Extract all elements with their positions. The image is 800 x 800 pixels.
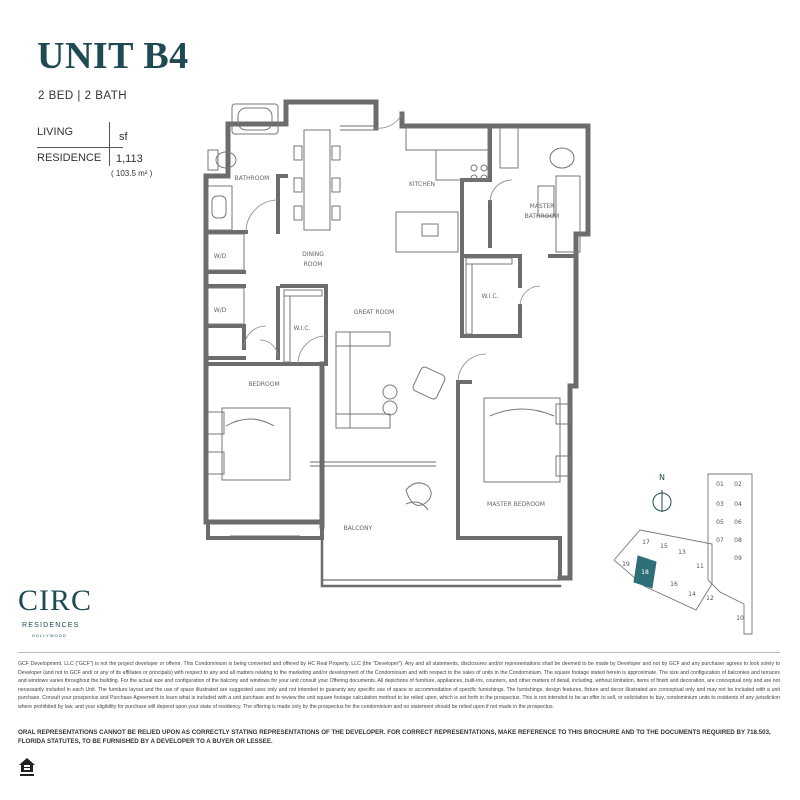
room-label-balcony: BALCONY (344, 525, 373, 532)
keyplan-unit: 16 (670, 581, 678, 588)
keyplan-unit: 01 (716, 481, 724, 488)
keyplan-unit: 15 (660, 543, 668, 550)
keyplan-unit: 07 (716, 537, 724, 544)
keyplan-unit: 05 (716, 519, 724, 526)
walls (203, 99, 591, 588)
unit-subtitle: 2 BED | 2 BATH (38, 90, 128, 102)
key-plan: N 01 02 03 04 05 06 07 08 09 10 17 15 13… (613, 473, 753, 635)
keyplan-unit: 12 (706, 595, 714, 602)
north-arrow-icon (652, 490, 672, 512)
sqft-unit: sf (119, 131, 128, 143)
keyplan-unit: 11 (696, 563, 704, 570)
keyplan-unit: 08 (734, 537, 742, 544)
doors (243, 113, 541, 383)
room-label-master-bath-2: BATHROOM (525, 213, 560, 220)
keyplan-unit: 03 (716, 501, 724, 508)
logo-hollywood: HOLLYWOOD (32, 633, 67, 638)
circ-logo: CIRC RESIDENCES HOLLYWOOD (18, 584, 108, 644)
keyplan-unit: 17 (642, 539, 650, 546)
room-label-wd-2: W/D (214, 307, 227, 314)
table-divider-vertical (109, 122, 110, 166)
logo-wordmark: CIRC (18, 584, 93, 617)
room-label-master-bath-1: MASTER (530, 203, 555, 210)
logo-residences: RESIDENCES (22, 622, 80, 629)
equal-housing-icon (19, 758, 35, 776)
keyplan-unit-highlighted: 18 (641, 569, 649, 576)
keyplan-unit: 04 (734, 501, 742, 508)
room-label-dining-room: ROOM (304, 261, 323, 268)
room-label-wic-master: W.I.C. (482, 293, 499, 300)
table-divider-horizontal (37, 147, 123, 148)
keyplan-unit: 09 (734, 555, 742, 562)
floor-plan: BATHROOM W/D W/D DINING ROOM KITCHEN MAS… (203, 99, 591, 588)
room-label-kitchen: KITCHEN (409, 181, 435, 188)
keyplan-unit: 13 (678, 549, 686, 556)
keyplan-unit: 02 (734, 481, 742, 488)
room-label-master-bedroom: MASTER BEDROOM (487, 501, 545, 508)
room-label-dining: DINING (302, 251, 324, 258)
room-label-bathroom: BATHROOM (235, 175, 270, 182)
sqm-value: ( 103.5 m² ) (111, 169, 153, 178)
unit-title: UNIT B4 (37, 35, 189, 77)
square-footage-table: LIVING RESIDENCE sf 1,113 ( 103.5 m² ) (37, 122, 177, 184)
legal-disclaimer: GCF Development, LLC ("GCF") is not the … (18, 661, 780, 710)
fixtures (207, 103, 581, 511)
room-label-wic-bedroom: W.I.C. (294, 325, 311, 332)
north-label: N (659, 473, 665, 482)
keyplan-unit: 06 (734, 519, 742, 526)
room-label-bedroom: BEDROOM (248, 381, 279, 388)
footer-divider (18, 652, 780, 653)
residence-label: RESIDENCE (37, 152, 102, 164)
sqft-value: 1,113 (116, 153, 143, 165)
living-label: LIVING (37, 126, 74, 138)
highlighted-unit (633, 555, 657, 589)
room-label-wd-1: W/D (214, 253, 227, 260)
keyplan-unit: 10 (736, 615, 744, 622)
keyplan-unit: 19 (622, 561, 630, 568)
oral-representations-notice: ORAL REPRESENTATIONS CANNOT BE RELIED UP… (18, 729, 771, 745)
windows (230, 125, 587, 537)
keyplan-unit: 14 (688, 591, 696, 598)
room-label-great-room: GREAT ROOM (354, 309, 395, 316)
